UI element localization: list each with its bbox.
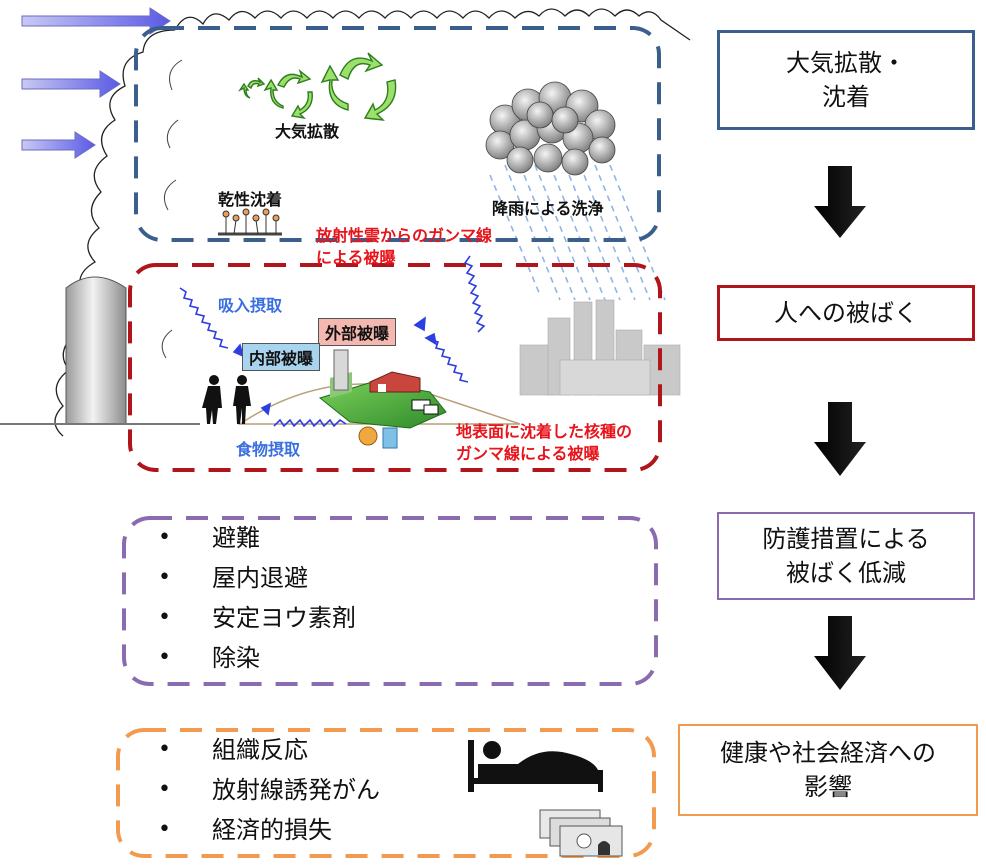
flow-step-impact-line1: 健康や社会経済への <box>720 739 936 767</box>
inhalation-label: 吸入摂取 <box>218 296 283 315</box>
rain-cloud-icon <box>485 81 666 301</box>
bed-icon <box>468 740 603 792</box>
ground-gamma-label-line2: ガンマ線による被曝 <box>456 444 600 463</box>
external-exposure-tag: 外部被曝 <box>318 318 397 346</box>
city-icon <box>519 299 681 396</box>
flow-step-impact: 健康や社会経済への 影響 <box>678 724 978 816</box>
list-item: 安定ヨウ素剤 <box>150 598 510 638</box>
dry-deposition-icon <box>218 208 282 236</box>
flow-step-exposure-line1: 人への被ばく <box>774 299 918 327</box>
dispersion-region <box>134 26 661 242</box>
list-item: 放射線誘発がん <box>150 770 460 810</box>
people-icon <box>202 375 251 424</box>
list-item: 経済的損失 <box>150 810 460 850</box>
protection-region <box>122 516 658 686</box>
flow-step-dispersion-line1: 大気拡散・ <box>786 49 906 77</box>
down-arrow-icon <box>814 166 866 690</box>
flow-step-dispersion-line2: 沈着 <box>822 83 870 111</box>
food-intake-label: 食物摂取 <box>236 440 301 459</box>
list-item: 屋内退避 <box>150 558 510 598</box>
flow-step-protection-line2: 被ばく低減 <box>786 559 906 587</box>
flow-step-protection-line1: 防護措置による <box>762 525 930 553</box>
exposure-region <box>128 263 662 472</box>
ground-gamma-label-line1: 地表面に沈着した核種の <box>456 422 633 441</box>
gamma-wave-icon <box>179 255 486 428</box>
internal-exposure-tag: 内部被曝 <box>242 343 321 371</box>
cloud-gamma-label-line2: による被曝 <box>316 248 396 267</box>
farm-icon <box>318 349 447 449</box>
impacts-list: 組織反応 放射線誘発がん 経済的損失 <box>150 730 460 850</box>
banknote-icon <box>539 809 623 857</box>
atmospheric-dispersion-label: 大気拡散 <box>275 122 340 141</box>
list-item: 除染 <box>150 638 510 678</box>
list-item: 避難 <box>150 518 510 558</box>
flow-step-dispersion: 大気拡散・ 沈着 <box>717 30 975 130</box>
washout-label: 降雨による洗浄 <box>492 199 604 218</box>
cloud-gamma-label-line1: 放射性雲からのガンマ線 <box>316 226 493 245</box>
protective-measures-list: 避難 屋内退避 安定ヨウ素剤 除染 <box>150 518 510 678</box>
silo-icon <box>0 276 200 425</box>
dry-deposition-label: 乾性沈着 <box>218 190 283 209</box>
flow-step-exposure: 人への被ばく <box>717 285 975 341</box>
impact-region <box>116 728 656 858</box>
flow-step-impact-line2: 影響 <box>804 773 852 801</box>
swirl-icon <box>237 52 397 121</box>
list-item: 組織反応 <box>150 730 460 770</box>
flow-step-protection: 防護措置による 被ばく低減 <box>717 512 975 600</box>
